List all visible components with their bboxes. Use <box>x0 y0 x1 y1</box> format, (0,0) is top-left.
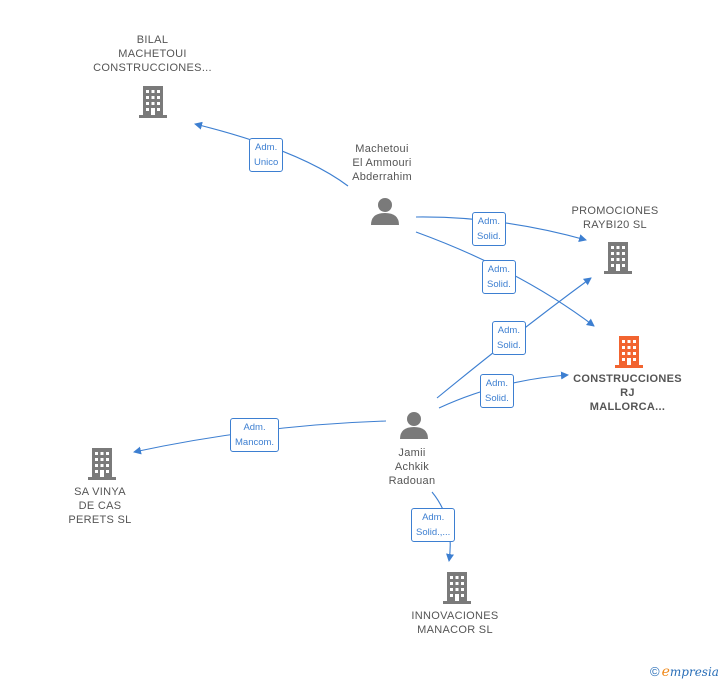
copyright-symbol: © <box>650 664 660 679</box>
savinya-label[interactable]: SA VINYA DE CAS PERETS SL <box>68 486 132 526</box>
brand-name: mpresia <box>669 665 719 679</box>
edge-line-machetoui-bilal <box>194 121 349 187</box>
edge-label-jamii-innovaciones[interactable]: Adm. Solid.,... <box>411 508 456 542</box>
brand-e: e <box>661 664 670 680</box>
savinya-building-icon[interactable] <box>86 446 118 480</box>
edge-label-machetoui-construcciones[interactable]: Adm. Solid. <box>482 260 516 294</box>
edge-label-machetoui-promociones[interactable]: Adm. Solid. <box>472 212 506 246</box>
empresia-logo: ©empresia <box>650 664 719 680</box>
jamii-person-icon[interactable] <box>399 410 429 440</box>
edge-label-machetoui-bilal[interactable]: Adm. Unico <box>249 138 284 172</box>
edge-label-jamii-promociones[interactable]: Adm. Solid. <box>492 321 526 355</box>
innovaciones-building-icon[interactable] <box>441 570 473 604</box>
construcciones-label[interactable]: CONSTRUCCIONES RJ MALLORCA... <box>573 373 682 413</box>
jamii-label[interactable]: Jamii Achkik Radouan <box>388 447 436 487</box>
innovaciones-label[interactable]: INNOVACIONES MANACOR SL <box>411 610 499 636</box>
bilal-building-icon[interactable] <box>137 84 169 118</box>
promociones-building-icon[interactable] <box>602 240 634 274</box>
machetoui-label[interactable]: Machetoui El Ammouri Abderrahim <box>352 143 412 183</box>
promociones-label[interactable]: PROMOCIONES RAYBI20 SL <box>571 205 659 231</box>
edge-label-jamii-savinya[interactable]: Adm. Mancom. <box>230 418 280 452</box>
machetoui-person-icon[interactable] <box>370 196 400 226</box>
bilal-label[interactable]: BILAL MACHETOUI CONSTRUCCIONES... <box>93 34 212 74</box>
construcciones-building-icon[interactable] <box>613 334 645 368</box>
edge-label-jamii-construcciones[interactable]: Adm. Solid. <box>480 374 514 408</box>
